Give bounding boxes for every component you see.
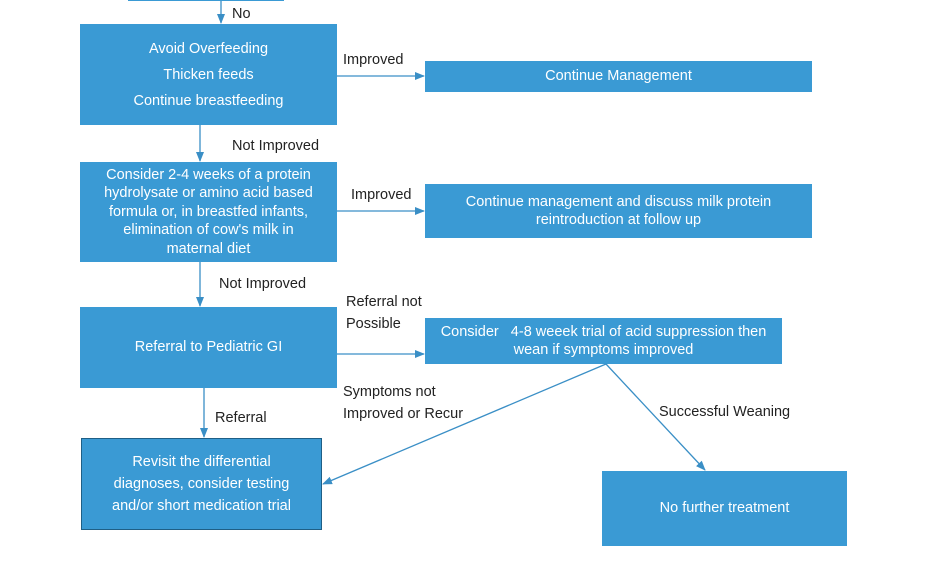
label-successful-weaning: Successful Weaning [659, 404, 791, 420]
label-improved-2: Improved [351, 187, 412, 203]
top-partial-box [128, 0, 284, 1]
avoid-overfeeding-text: Avoid Overfeeding [148, 40, 269, 57]
avoid-overfeeding-box: Avoid Overfeeding Thicken feeds Continue… [80, 24, 337, 125]
protein-line-1: Consider 2-4 weeks of a protein [106, 166, 311, 183]
continue-discuss-box: Continue management and discuss milk pro… [425, 184, 812, 238]
no-further-treatment-box: No further treatment [602, 471, 847, 546]
acid-suppression-box: Consider 4-8 weeek trial of acid suppres… [425, 318, 782, 364]
label-improved-1: Improved [343, 52, 404, 68]
continue-breastfeeding-text: Continue breastfeeding [133, 92, 284, 109]
revisit-line-3: and/or short medication trial [112, 498, 291, 514]
referral-gi-box: Referral to Pediatric GI [80, 307, 337, 388]
continue-management-text: Continue Management [545, 68, 692, 85]
label-referral-not-possible-1: Referral not [346, 294, 422, 310]
label-not-improved-1: Not Improved [232, 138, 320, 154]
label-symptoms-not-2: Improved or Recur [343, 406, 464, 422]
thicken-feeds-text: Thicken feeds [163, 66, 254, 83]
label-symptoms-not-1: Symptoms not [343, 384, 436, 400]
label-not-improved-2: Not Improved [219, 276, 307, 292]
arrow-acid-to-revisit [322, 363, 607, 485]
revisit-line-2: diagnoses, consider testing [113, 476, 290, 492]
no-further-treatment-text: No further treatment [659, 500, 790, 517]
label-referral: Referral [215, 410, 267, 426]
protein-line-5: maternal diet [166, 240, 251, 257]
referral-gi-text: Referral to Pediatric GI [134, 339, 283, 356]
continue-management-box: Continue Management [425, 61, 812, 92]
acid-suppression-line-2: wean if symptoms improved [513, 342, 694, 358]
acid-suppression-line-1: Consider 4-8 weeek trial of acid suppres… [440, 323, 767, 340]
revisit-line-1: Revisit the differential [132, 454, 271, 470]
protein-line-3: formula or, in breastfed infants, [108, 203, 309, 220]
protein-line-2: hydrolysate or amino acid based [104, 185, 313, 202]
revisit-differential-box: Revisit the differential diagnoses, cons… [81, 438, 322, 530]
protein-hydrolysate-box: Consider 2-4 weeks of a protein hydrolys… [80, 162, 337, 262]
continue-discuss-line-2: reintroduction at follow up [535, 212, 702, 228]
label-referral-not-possible-2: Possible [346, 316, 401, 332]
protein-line-4: elimination of cow's milk in [123, 222, 294, 239]
arrow-acid-to-nofurther [605, 363, 706, 471]
continue-discuss-line-1: Continue management and discuss milk pro… [465, 193, 772, 210]
label-no: No [232, 6, 251, 22]
